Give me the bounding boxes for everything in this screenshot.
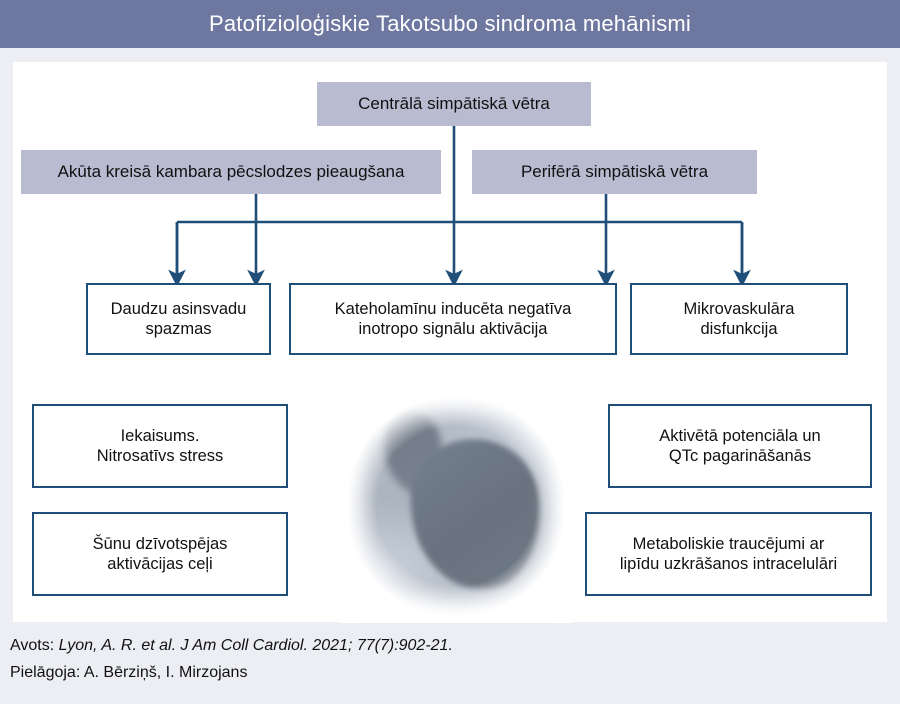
node-microvascular-dysfunction[interactable]: Mikrovaskulāra disfunkcija (630, 283, 848, 355)
adapted-label: Pielāgoja: (10, 664, 81, 681)
node-peripheral-sympathetic-storm[interactable]: Perifērā simpātiskā vētra (472, 150, 757, 194)
node-catecholamine-negative-inotropic[interactable]: Kateholamīnu inducēta negatīva inotropo … (289, 283, 617, 355)
ventriculogram-canvas (345, 395, 567, 617)
diagram-panel: Centrālā simpātiskā vētra Akūta kreisā k… (13, 62, 887, 622)
adapted-line: Pielāgoja: A. Bērziņš, I. Mirzojans (10, 664, 247, 682)
ventriculogram-texture (345, 395, 567, 617)
footer: Avots: Lyon, A. R. et al. J Am Coll Card… (0, 630, 900, 704)
source-line: Avots: Lyon, A. R. et al. J Am Coll Card… (10, 637, 453, 655)
header-bar: Patofizioloģiskie Takotsubo sindroma meh… (0, 0, 900, 48)
ventriculogram-feathered-edge (339, 389, 573, 623)
node-inflammation-nitrosative-stress[interactable]: Iekaisums. Nitrosatīvs stress (32, 404, 288, 488)
node-cell-survival-pathways[interactable]: Šūnu dzīvotspējas aktivācijas ceļi (32, 512, 288, 596)
source-reference: Lyon, A. R. et al. J Am Coll Cardiol. 20… (58, 637, 453, 654)
node-metabolic-disturbance-lipids[interactable]: Metaboliskie traucējumi ar lipīdu uzkrāš… (585, 512, 872, 596)
adapted-by: A. Bērziņš, I. Mirzojans (83, 664, 248, 681)
page-title: Patofizioloģiskie Takotsubo sindroma meh… (208, 11, 692, 36)
node-central-sympathetic-storm[interactable]: Centrālā simpātiskā vētra (317, 82, 591, 126)
source-label: Avots: (10, 637, 55, 654)
node-acute-lv-afterload-increase[interactable]: Akūta kreisā kambara pēcslodzes pieaugša… (21, 150, 441, 194)
node-multivessel-spasm[interactable]: Daudzu asinsvadu spazmas (86, 283, 271, 355)
node-action-potential-qtc[interactable]: Aktivētā potenciāla un QTc pagarināšanās (608, 404, 872, 488)
left-ventriculogram-image (345, 395, 567, 617)
